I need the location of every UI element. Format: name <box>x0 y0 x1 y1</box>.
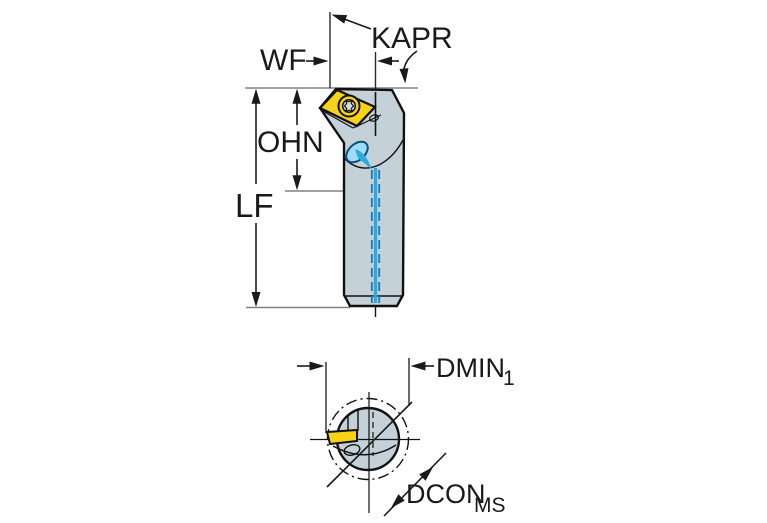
dimension-lf: LF <box>235 88 274 307</box>
dcon-arrow-upper <box>419 467 433 481</box>
tool-shank-outline <box>318 87 406 308</box>
ohn-arrow-up <box>292 88 302 104</box>
ohn-arrow-down <box>292 175 302 191</box>
end-view-lip-curve <box>332 444 397 456</box>
insert-screw-inner <box>341 98 357 114</box>
lf-arrow-down <box>251 292 261 307</box>
dimension-ohn: OHN <box>257 88 324 191</box>
cutting-insert <box>318 88 377 128</box>
dimension-wf: WF <box>260 44 399 77</box>
dimension-dcon: DCON MS <box>326 401 506 517</box>
insert-pocket-seam-left <box>320 109 354 129</box>
neck-transition-curve <box>343 139 404 169</box>
dcon-subscript: MS <box>474 494 506 517</box>
wf-arrow-left-pointing <box>377 56 392 66</box>
ohn-label: OHN <box>257 126 324 159</box>
kapr-arrow-down <box>399 68 409 84</box>
kapr-label: KAPR <box>371 22 453 55</box>
tool-body <box>318 87 406 317</box>
lf-label: LF <box>235 187 274 224</box>
side-view: LF OHN WF KAPR <box>235 12 453 317</box>
coolant-channel <box>345 140 381 303</box>
wf-arrow-right-pointing <box>313 56 329 66</box>
end-view: DMIN 1 DCON MS <box>297 353 515 517</box>
lf-arrow-up <box>251 88 261 104</box>
coolant-hole-teardrop <box>355 149 372 170</box>
kapr-arrow-to-tip-plane <box>331 14 348 24</box>
dmin-label: DMIN <box>436 353 505 383</box>
dmin-arrow-left-pointing <box>410 361 426 371</box>
dcon-label: DCON <box>406 479 486 509</box>
dimension-kapr: KAPR <box>331 14 453 84</box>
dimension-dmin: DMIN 1 <box>297 353 515 433</box>
dcon-arrow-lower <box>391 494 405 508</box>
end-view-clearance-hole <box>343 444 361 456</box>
end-view-insert <box>325 428 358 446</box>
wf-label: WF <box>260 44 307 77</box>
dcon-diameter-line <box>326 401 413 488</box>
dmin-subscript: 1 <box>503 367 515 390</box>
dmin-arrow-right-pointing <box>309 361 325 371</box>
torx-screw-icon <box>343 99 355 113</box>
